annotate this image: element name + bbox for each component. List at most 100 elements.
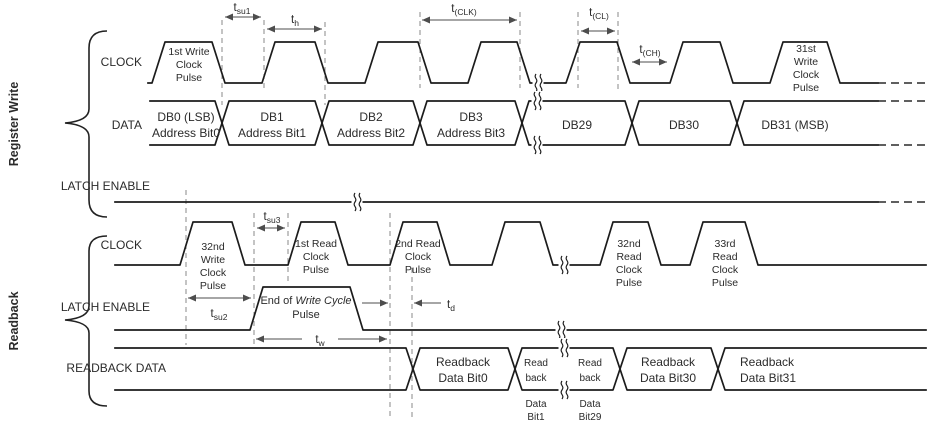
break-mark	[530, 90, 544, 112]
svg-text:Write: Write	[201, 254, 225, 266]
svg-text:Clock: Clock	[176, 59, 203, 71]
svg-text:End of Write Cycle: End of Write Cycle	[260, 295, 351, 307]
rb-latch-waveform	[114, 286, 927, 331]
db0-segment-label: DB0 (LSB) Address Bit0	[152, 110, 220, 140]
svg-text:Read: Read	[578, 358, 602, 369]
svg-text:1st Write: 1st Write	[168, 46, 209, 58]
timing-labels: tsu1 th t(CLK) t(CL) t(CH) tsu2 tsu3 td …	[211, 2, 661, 348]
readback-brace	[64, 235, 108, 407]
register-write-brace	[64, 30, 108, 218]
svg-text:Read: Read	[524, 358, 548, 369]
svg-text:Pulse: Pulse	[712, 277, 738, 289]
db29-segment-label: DB29	[562, 118, 592, 132]
row-labels: CLOCK DATA LATCH ENABLE CLOCK LATCH ENAB…	[61, 55, 166, 375]
db2-segment-label: DB2 Address Bit2	[337, 110, 405, 140]
rw-clock-row-label: CLOCK	[101, 55, 142, 69]
svg-text:Address Bit3: Address Bit3	[437, 126, 505, 140]
readback-bit0-label: Readback Data Bit0	[436, 355, 491, 385]
svg-text:Readback: Readback	[436, 355, 491, 369]
svg-text:Address Bit1: Address Bit1	[238, 126, 306, 140]
td-label: td	[447, 299, 455, 313]
readback-bit1-label: Read back Data Bit1	[524, 358, 548, 422]
db3-segment-label: DB3 Address Bit3	[437, 110, 505, 140]
readback-bit29-label: Read back Data Bit29	[578, 358, 602, 422]
readback-data-labels: Readback Data Bit0 Read back Data Bit1 R…	[436, 355, 796, 422]
break-mark	[554, 319, 568, 341]
db30-segment-label: DB30	[669, 118, 699, 132]
svg-text:Pulse: Pulse	[200, 280, 226, 292]
rw-latch-row-label: LATCH ENABLE	[61, 179, 150, 193]
readback-bit31-label: Readback Data Bit31	[740, 355, 796, 385]
svg-text:DB3: DB3	[459, 110, 483, 124]
readback-waveforms	[114, 221, 927, 391]
svg-text:Read: Read	[616, 251, 641, 263]
rw-clock-pulse31-label: 31st Write Clock Pulse	[793, 43, 820, 94]
tch-label: t(CH)	[639, 44, 660, 58]
svg-text:DB2: DB2	[359, 110, 383, 124]
rw-data-row-label: DATA	[112, 118, 142, 132]
rb-latch-row-label: LATCH ENABLE	[61, 300, 150, 314]
rb-clock-read32-label: 32nd Read Clock Pulse	[616, 238, 643, 289]
db31-segment-label: DB31 (MSB)	[761, 118, 828, 132]
svg-text:Data Bit0: Data Bit0	[438, 371, 488, 385]
measure-arrows	[188, 13, 667, 343]
rw-data-bus-edge-b	[149, 100, 879, 146]
rb-clock-row-label: CLOCK	[101, 238, 142, 252]
tsu2-label: tsu2	[211, 308, 228, 322]
register-write-group-label: Register Write	[7, 82, 21, 167]
svg-text:32nd: 32nd	[617, 238, 641, 250]
svg-text:Data: Data	[579, 399, 601, 410]
svg-text:Pulse: Pulse	[303, 264, 329, 276]
break-mark	[350, 191, 364, 213]
tcl-label: t(CL)	[589, 7, 609, 21]
svg-text:Data Bit30: Data Bit30	[640, 371, 696, 385]
tsu1-label: tsu1	[234, 2, 251, 16]
clock-pulse-labels: 1st Write Clock Pulse 31st Write Clock P…	[168, 43, 819, 292]
rw-clock-waveform	[147, 41, 879, 84]
break-mark	[557, 337, 571, 359]
break-mark	[557, 254, 571, 276]
tclk-label: t(CLK)	[451, 3, 477, 17]
rb-clock-read33-label: 33rd Read Clock Pulse	[712, 238, 739, 289]
break-mark	[530, 134, 544, 156]
db1-segment-label: DB1 Address Bit1	[238, 110, 306, 140]
tsu3-label: tsu3	[264, 211, 281, 225]
data-bus-labels: DB0 (LSB) Address Bit0 DB1 Address Bit1 …	[152, 110, 829, 140]
rb-clock-write32-label: 32nd Write Clock Pulse	[200, 241, 227, 292]
rb-clock-read2-label: 2nd Read Clock Pulse	[395, 238, 441, 276]
svg-text:33rd: 33rd	[714, 238, 735, 250]
register-write-waveforms	[114, 41, 926, 203]
svg-text:back: back	[525, 373, 547, 384]
svg-text:DB0 (LSB): DB0 (LSB)	[157, 110, 214, 124]
svg-text:Clock: Clock	[405, 251, 432, 263]
svg-text:Pulse: Pulse	[793, 82, 819, 94]
break-mark	[531, 72, 545, 94]
readback-group-label: Readback	[7, 291, 21, 350]
rb-data-row-label: READBACK DATA	[66, 361, 166, 375]
svg-text:Address Bit2: Address Bit2	[337, 126, 405, 140]
svg-text:Clock: Clock	[303, 251, 330, 263]
svg-text:Bit1: Bit1	[527, 412, 545, 422]
rw-data-bus-edge-a	[149, 100, 879, 146]
svg-text:Clock: Clock	[616, 264, 643, 276]
svg-text:Read: Read	[712, 251, 737, 263]
th-label: th	[291, 14, 299, 28]
svg-text:2nd Read: 2nd Read	[395, 238, 441, 250]
svg-text:Readback: Readback	[740, 355, 795, 369]
rb-clock-waveform	[114, 221, 927, 266]
svg-text:Clock: Clock	[712, 264, 739, 276]
svg-text:Pulse: Pulse	[405, 264, 431, 276]
svg-text:Data: Data	[525, 399, 547, 410]
svg-text:Pulse: Pulse	[616, 277, 642, 289]
tw-label: tw	[315, 334, 325, 348]
dashed-guides	[185, 12, 619, 420]
svg-text:Pulse: Pulse	[176, 72, 202, 84]
svg-text:Address Bit0: Address Bit0	[152, 126, 220, 140]
svg-text:Write: Write	[794, 56, 818, 68]
svg-text:Bit29: Bit29	[579, 412, 602, 422]
svg-text:Clock: Clock	[793, 69, 820, 81]
readback-bit30-label: Readback Data Bit30	[640, 355, 696, 385]
rb-clock-read1-label: 1st Read Clock Pulse	[295, 238, 337, 276]
